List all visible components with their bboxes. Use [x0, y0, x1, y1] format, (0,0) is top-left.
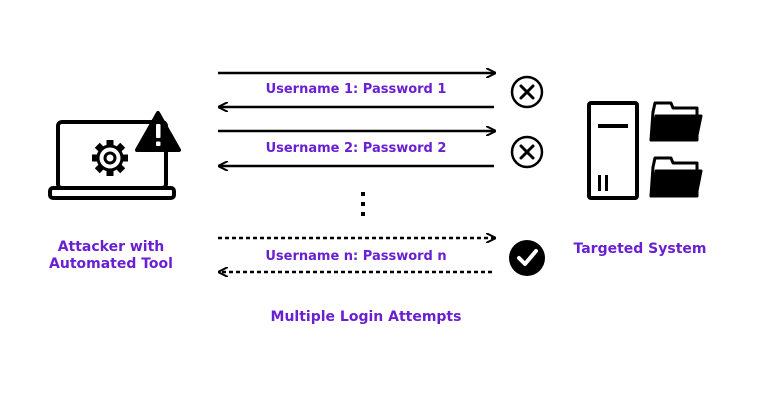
check-circle-icon [509, 240, 545, 276]
ellipsis-dots [361, 192, 365, 216]
attacker-label-line1: Attacker with [57, 239, 165, 255]
warning-icon [135, 111, 181, 152]
folder-icon [649, 156, 703, 198]
gear-icon [92, 140, 128, 176]
attempt-label-n: Username n: Password n [265, 249, 447, 264]
target-label: Targeted System [573, 241, 707, 257]
attacker-label: Attacker with Automated Tool [26, 239, 196, 273]
attacker-label-line2: Automated Tool [49, 256, 173, 272]
x-circle-icon [510, 135, 544, 169]
x-circle-icon [510, 75, 544, 109]
folder-icon [649, 101, 703, 142]
attempt-label-1: Username 1: Password 1 [265, 82, 447, 97]
diagram-caption: Multiple Login Attempts [270, 309, 462, 325]
server-icon [587, 101, 639, 200]
attempt-label-2: Username 2: Password 2 [265, 141, 447, 156]
